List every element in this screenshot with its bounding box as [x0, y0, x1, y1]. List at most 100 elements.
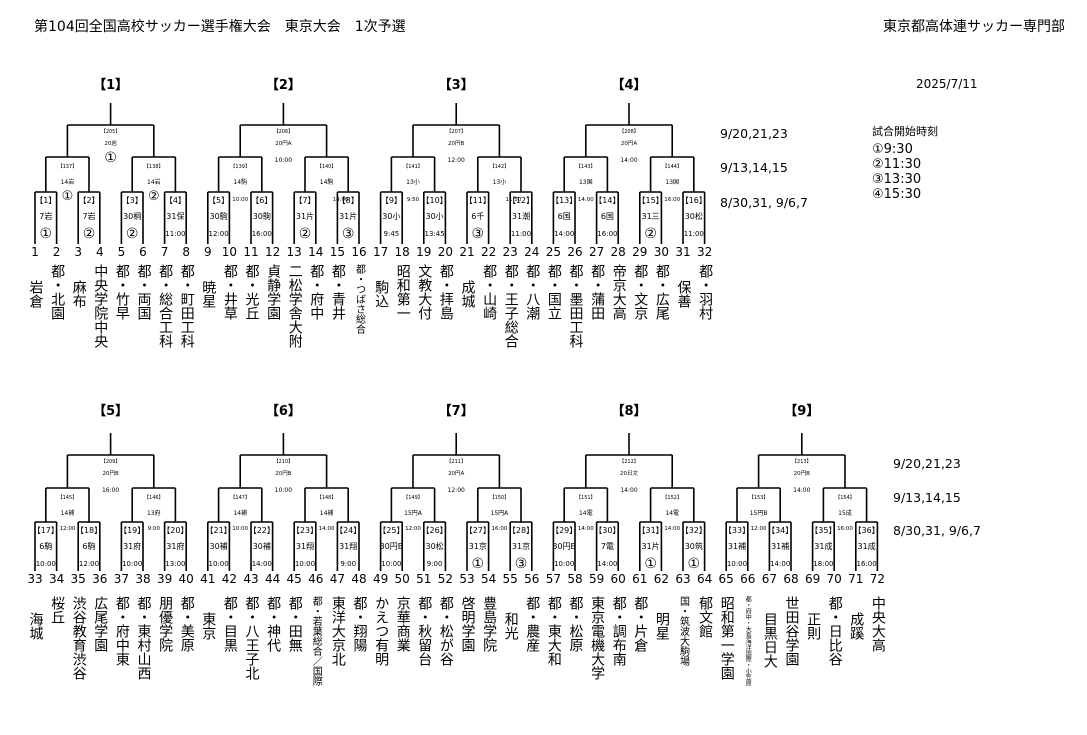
semi-venue-5-2: 13府 [147, 509, 161, 517]
school-name: 都・調布南 [610, 596, 627, 666]
final-venue-5: 20円B [102, 470, 118, 477]
match-no-8-1: 【29】 [551, 526, 577, 535]
seed-number-31: 31 [675, 245, 690, 259]
match-time-4-3: ② [644, 226, 657, 242]
final-no-7: 【211】 [446, 459, 466, 465]
seed-number-18: 18 [395, 245, 410, 259]
match-venue-3-4: 31潮 [512, 211, 530, 221]
match-venue-2-3: 31片 [296, 211, 314, 221]
match-venue-1-4: 31保 [166, 211, 184, 221]
semi-no-6-1: 【147】 [230, 495, 250, 501]
semi-no-9-2: 【154】 [835, 495, 855, 501]
final-time-3: 12:00 [448, 157, 465, 164]
seed-number-12: 12 [265, 245, 280, 259]
seed-number-54: 54 [481, 572, 496, 586]
seed-number-60: 60 [611, 572, 626, 586]
seed-number-28: 28 [611, 245, 626, 259]
seed-number-9: 9 [204, 245, 212, 259]
school-name: 岩倉 [27, 280, 44, 308]
legend-time-2: ②11:30 [872, 157, 922, 172]
misc-note-1-2: ② [148, 189, 160, 204]
seed-number-16: 16 [351, 245, 366, 259]
school-name: 国・筑波大駒場 [677, 596, 689, 666]
school-name: 都・目黒 [221, 596, 238, 652]
seed-number-41: 41 [200, 572, 215, 586]
semi-no-2-1: 【139】 [230, 164, 250, 170]
semi-no-1-1: 【137】 [58, 164, 78, 170]
match-venue-9-1: 31補 [728, 541, 746, 551]
school-name: 都・農産 [524, 596, 541, 652]
misc-note-4-2: 16:00 [664, 197, 680, 203]
match-venue-5-3: 31府 [123, 541, 141, 551]
seed-number-33: 33 [27, 572, 42, 586]
match-time-1-1: ① [40, 226, 53, 242]
semi-venue-7-1: 15円A [404, 510, 423, 517]
seed-number-68: 68 [783, 572, 798, 586]
school-name: 暁星 [200, 280, 217, 308]
match-time-7-2: 9:00 [427, 560, 443, 568]
match-time-2-3: ② [299, 226, 312, 242]
match-no-3-4: 【12】 [508, 196, 534, 205]
round-date-final-bottom: 9/20,21,23 [893, 456, 961, 471]
match-time-9-2: 14:00 [770, 560, 790, 568]
school-name: 朋優学院 [157, 596, 174, 652]
match-no-3-3: 【11】 [465, 196, 491, 205]
final-time-5: 16:00 [102, 487, 119, 494]
match-no-1-2: 【2】 [78, 196, 99, 205]
seed-number-72: 72 [870, 572, 885, 586]
school-name: 世田谷学園 [783, 596, 800, 666]
seed-number-49: 49 [373, 572, 388, 586]
match-venue-4-3: 31三 [642, 212, 660, 221]
match-venue-2-2: 30駒 [253, 211, 271, 221]
semi-venue-3-2: 13小 [493, 178, 507, 186]
match-time-7-3: ① [472, 556, 485, 572]
match-no-7-1: 【25】 [378, 526, 404, 535]
match-venue-9-3: 31成 [814, 541, 832, 551]
misc-note-3-1: 9:50 [407, 197, 420, 203]
school-name: 都・文京 [632, 264, 649, 320]
block-label-5: 【5】 [93, 404, 129, 419]
match-time-6-3: 10:00 [295, 560, 315, 568]
match-no-7-3: 【27】 [465, 526, 491, 535]
round-date-semi-bottom: 9/13,14,15 [893, 490, 961, 505]
final-no-9: 【213】 [792, 459, 812, 465]
final-venue-4: 20円A [621, 140, 637, 147]
match-time-9-4: 16:00 [857, 560, 877, 568]
match-no-4-3: 【15】 [638, 196, 664, 205]
seed-number-64: 64 [697, 572, 712, 586]
semi-venue-9-2: 15成 [838, 509, 852, 517]
seed-number-47: 47 [330, 572, 345, 586]
semi-venue-7-2: 15円A [491, 510, 510, 517]
match-venue-4-1: 6国 [558, 212, 571, 221]
school-name: 都・府中東 [113, 596, 130, 666]
match-venue-8-2: 7電 [601, 542, 614, 551]
semi-venue-8-2: 14電 [665, 510, 679, 517]
final-no-8: 【212】 [619, 459, 639, 465]
seed-number-11: 11 [243, 245, 258, 259]
seed-number-13: 13 [287, 245, 302, 259]
match-time-1-4: 11:00 [165, 230, 185, 238]
seed-number-56: 56 [524, 572, 539, 586]
semi-venue-3-1: 13小 [406, 178, 420, 186]
seed-number-21: 21 [459, 245, 474, 259]
school-name: 都・府中 [308, 264, 325, 320]
final-time-7: 12:00 [448, 487, 465, 494]
misc-note-4-1: 14:00 [578, 197, 594, 203]
match-no-5-4: 【20】 [162, 526, 188, 535]
page-title: 第104回全国高校サッカー選手権大会 東京大会 1次予選 [34, 19, 406, 35]
final-no-2: 【206】 [274, 129, 294, 135]
school-name: 豊島学院 [481, 596, 498, 652]
school-name: 都・光丘 [243, 264, 260, 320]
school-name: 都・八潮 [524, 264, 541, 320]
semi-venue-4-1: 13国 [579, 179, 593, 186]
final-venue-6: 20円B [275, 470, 291, 477]
seed-number-55: 55 [503, 572, 518, 586]
seed-number-4: 4 [96, 245, 104, 259]
semi-no-7-2: 【150】 [490, 495, 510, 501]
school-name: 東洋大京北 [329, 596, 346, 666]
seed-number-27: 27 [589, 245, 604, 259]
match-time-2-1: 12:00 [209, 230, 229, 238]
match-no-8-3: 【31】 [638, 526, 664, 535]
semi-venue-1-2: 14岩 [147, 178, 161, 186]
seed-number-63: 63 [675, 572, 690, 586]
